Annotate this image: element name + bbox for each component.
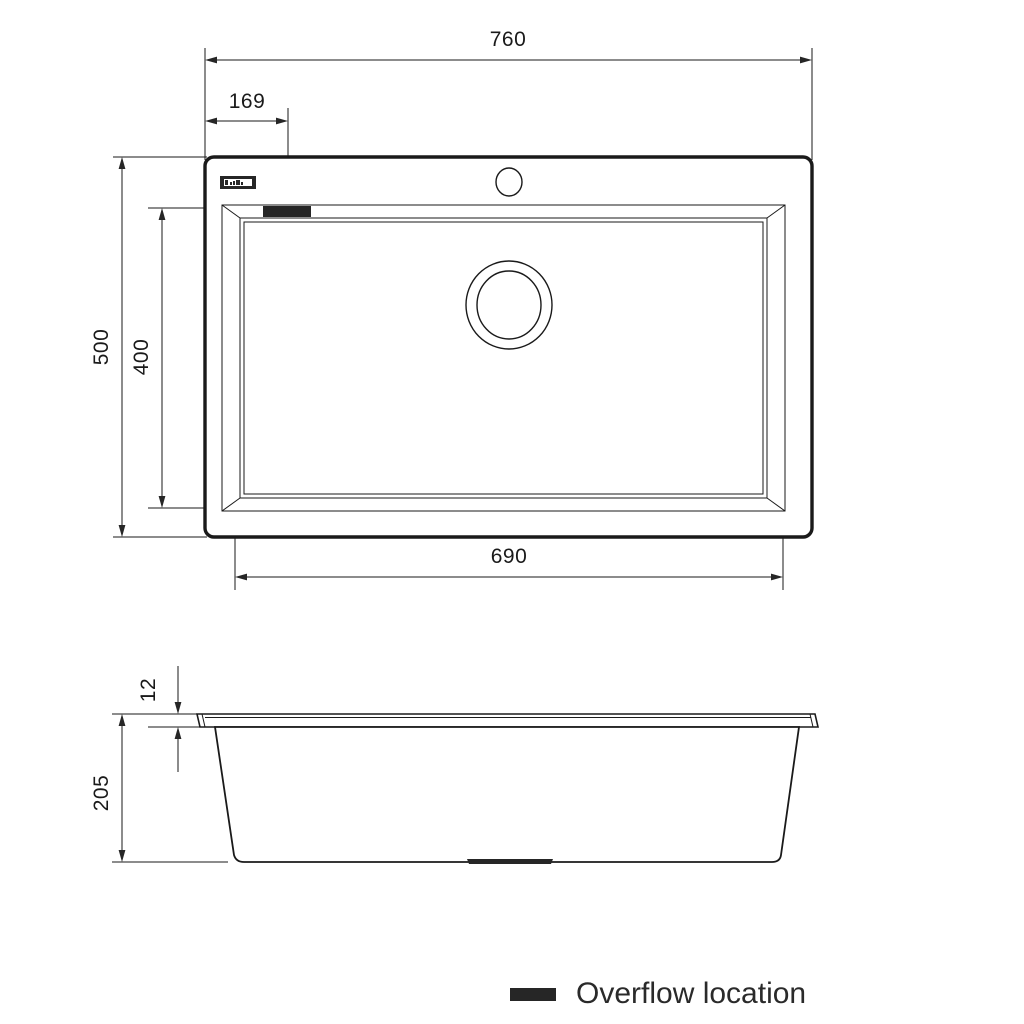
arrow-left-169-icon: [205, 117, 217, 125]
side-basin-profile: [213, 726, 801, 863]
dimension-760: 760: [205, 28, 812, 64]
bevel-corner-tr: [766, 204, 786, 219]
arrow-right-760-icon: [800, 56, 812, 64]
tap-hole-icon: [495, 167, 523, 197]
drain-outlet: [465, 260, 553, 350]
overflow-location-mark: [467, 859, 553, 864]
bowl-inner-offset: [243, 221, 764, 495]
legend-label-overflow: Overflow location: [576, 977, 806, 1010]
plan-view-group: 760 169 500 400: [90, 28, 814, 590]
dim-label-690: 690: [491, 545, 528, 568]
arrow-left-690-icon: [235, 573, 247, 581]
arrow-left-760-icon: [205, 56, 217, 64]
arrow-bottom-205-icon: [118, 850, 126, 862]
side-extension-lines: [112, 666, 228, 863]
brand-logo-mark-2: [230, 182, 232, 185]
dim-label-12: 12: [137, 678, 160, 702]
dim-label-400: 400: [130, 339, 153, 376]
sink-bowl: [221, 204, 786, 512]
side-rim-profile: [195, 713, 820, 728]
arrow-right-169-icon: [276, 117, 288, 125]
dimension-400: 400: [130, 208, 166, 508]
bevel-corner-br: [766, 497, 786, 512]
dimension-12: 12: [137, 668, 182, 772]
arrow-bottom-500-icon: [118, 525, 126, 537]
legend: Overflow location: [510, 977, 806, 1010]
legend-swatch-overflow: [510, 988, 556, 1001]
side-rim-end-left: [201, 713, 206, 728]
brand-logo-mark-1: [225, 180, 228, 185]
arrow-top-205-icon: [118, 714, 126, 726]
arrow-right-690-icon: [771, 573, 783, 581]
arrow-top-400-icon: [158, 208, 166, 220]
brand-logo-mark-3: [233, 181, 235, 185]
dim-label-760: 760: [490, 28, 527, 51]
arrow-12-up-icon: [174, 727, 182, 739]
dim-label-500: 500: [90, 329, 113, 366]
brand-logo-mark-5: [241, 182, 243, 185]
arrow-bottom-400-icon: [158, 496, 166, 508]
brand-logo-mark-4: [236, 180, 240, 185]
drain-outer-ring-icon: [465, 260, 553, 350]
brand-logo: [220, 176, 256, 189]
bowl-inner-edge: [239, 217, 768, 499]
dimension-205: 205: [90, 714, 126, 862]
drain-inner-ring-icon: [476, 270, 542, 340]
dimension-169: 169: [205, 90, 288, 125]
arrow-12-down-icon: [174, 702, 182, 714]
dim-label-169: 169: [229, 90, 266, 113]
dimension-500: 500: [90, 157, 126, 537]
side-rim: [195, 713, 820, 728]
bevel-corner-tl: [221, 204, 241, 219]
dim-label-205: 205: [90, 775, 113, 812]
overflow-slot: [263, 206, 311, 217]
bevel-corner-bl: [221, 497, 241, 512]
arrow-top-500-icon: [118, 157, 126, 169]
dimension-690: 690: [235, 545, 783, 581]
side-elevation-group: 12 205: [90, 666, 820, 864]
side-rim-end-right: [809, 713, 814, 728]
